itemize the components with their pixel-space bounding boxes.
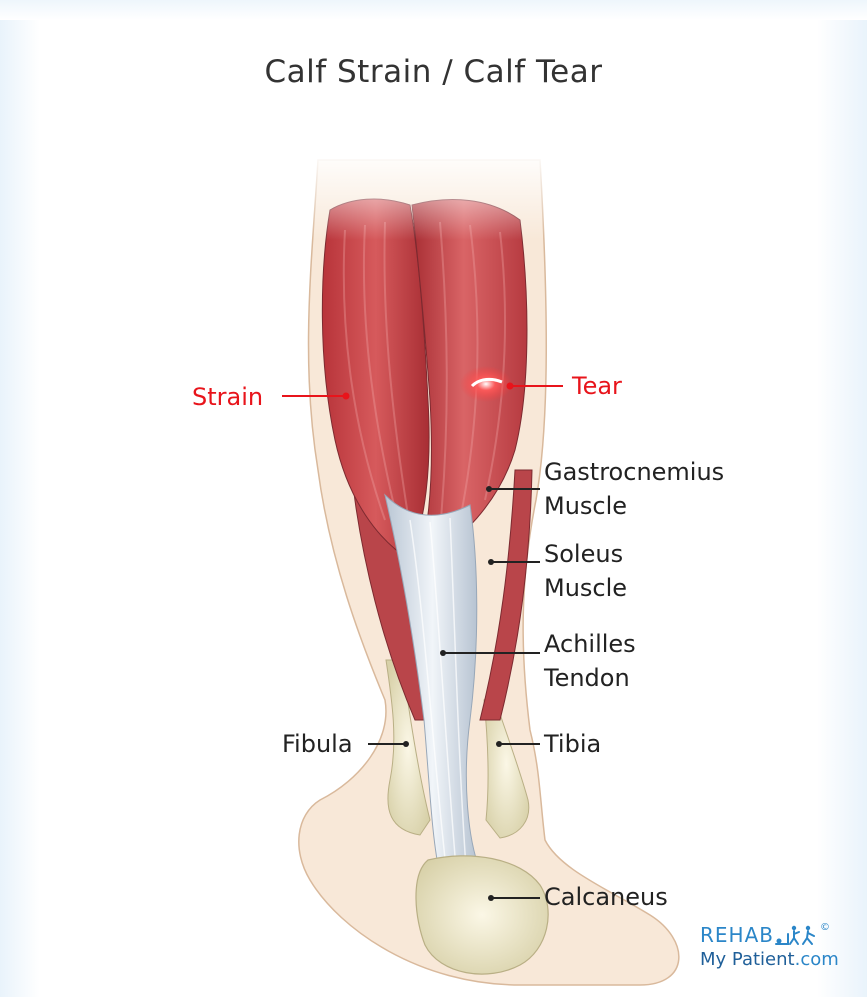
gastrocnemius-label: Gastrocnemius Muscle bbox=[544, 455, 724, 523]
fibula-label: Fibula bbox=[282, 727, 353, 761]
gastrocnemius-label-line2: Muscle bbox=[544, 489, 724, 523]
calcaneus-label: Calcaneus bbox=[544, 880, 668, 914]
tear-glow bbox=[460, 366, 512, 402]
logo-bottom-row: My Patient.com bbox=[700, 948, 855, 972]
soleus-label-line2: Muscle bbox=[544, 571, 627, 605]
logo-brand-text: REHAB bbox=[700, 923, 774, 947]
strain-label: Strain bbox=[192, 380, 263, 414]
upper-fade bbox=[300, 150, 560, 240]
copyright-mark: © bbox=[820, 922, 831, 933]
logo-top-row: REHAB © bbox=[700, 922, 855, 948]
achilles-label-line1: Achilles bbox=[544, 627, 636, 661]
soleus-label: Soleus Muscle bbox=[544, 537, 627, 605]
soleus-label-line1: Soleus bbox=[544, 537, 627, 571]
tear-label: Tear bbox=[572, 369, 622, 403]
rehab-my-patient-logo: REHAB © My Patient.com bbox=[700, 922, 855, 972]
logo-domain-text: .com bbox=[795, 949, 839, 970]
logo-name-text: My Patient bbox=[700, 949, 795, 970]
tibia-label: Tibia bbox=[544, 727, 601, 761]
gastrocnemius-label-line1: Gastrocnemius bbox=[544, 455, 724, 489]
achilles-label-line2: Tendon bbox=[544, 661, 636, 695]
achilles-label: Achilles Tendon bbox=[544, 627, 636, 695]
calcaneus-bone bbox=[416, 856, 548, 974]
exercise-figures-icon bbox=[774, 924, 818, 946]
